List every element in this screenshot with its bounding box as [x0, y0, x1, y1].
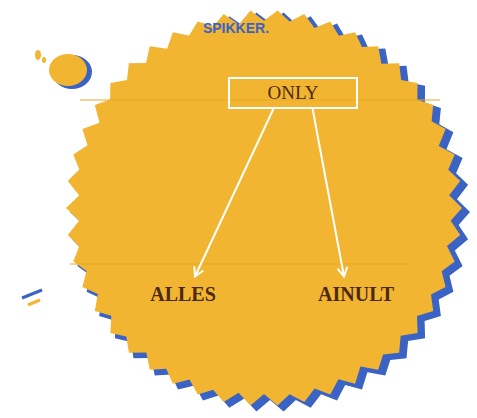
node-text: ONLY — [268, 82, 319, 104]
starburst-body — [66, 11, 462, 406]
starburst-shape — [66, 11, 462, 406]
arrow-connector — [195, 109, 273, 277]
node-text: AINULT — [318, 283, 394, 306]
splatter — [28, 300, 40, 305]
title-label: SPIKKER. — [203, 20, 269, 36]
splatter — [35, 50, 41, 60]
scan-line — [80, 100, 440, 101]
translation-word: ALLES — [146, 281, 220, 308]
arrow-connector — [313, 109, 344, 277]
scan-line — [70, 264, 408, 265]
splatter — [22, 290, 42, 298]
translation-word: AINULT — [314, 281, 398, 308]
node-text: ALLES — [150, 283, 216, 306]
blob — [49, 54, 87, 86]
term-box: ONLY — [228, 77, 359, 109]
splatter — [42, 57, 46, 63]
